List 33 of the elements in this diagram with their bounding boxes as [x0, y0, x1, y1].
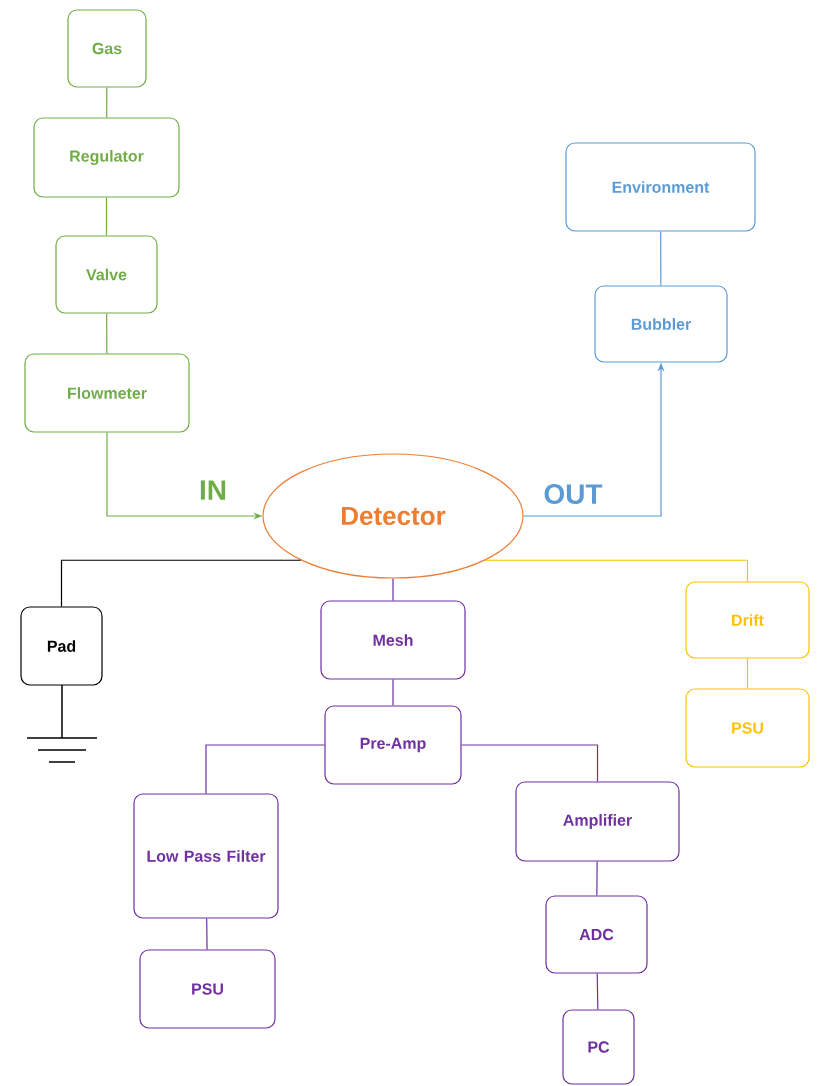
process-box: Low Pass Filter — [133, 793, 279, 919]
edge-label: IN — [200, 480, 226, 500]
connector — [461, 744, 599, 782]
process-box: Regulator — [33, 117, 180, 198]
process-box: Gas — [67, 9, 147, 88]
process-box: Pre-Amp — [324, 705, 462, 785]
process-box: PSU — [685, 688, 810, 768]
connector — [392, 578, 394, 601]
connector — [205, 744, 325, 794]
connector — [596, 861, 598, 896]
connector — [660, 231, 662, 286]
process-box: Flowmeter — [24, 353, 190, 433]
process-box: PC — [562, 1009, 635, 1085]
edge-label: OUT — [544, 484, 603, 504]
process-box: Amplifier — [515, 781, 680, 862]
connector — [484, 559, 749, 582]
process-box: Drift — [685, 581, 810, 659]
connector — [746, 658, 749, 689]
connector — [60, 559, 302, 607]
process-box: Bubbler — [594, 285, 728, 363]
connector — [206, 918, 208, 950]
connector — [106, 87, 108, 118]
connector — [106, 313, 108, 354]
process-box: Mesh — [320, 600, 466, 680]
connector — [596, 973, 599, 1010]
process-box: ADC — [545, 895, 648, 974]
connector — [392, 679, 394, 706]
process-box: Valve — [55, 235, 158, 314]
ellipse-node: Detector — [262, 453, 524, 579]
process-box: PSU — [139, 949, 276, 1029]
process-box: Environment — [565, 142, 756, 232]
process-box: Pad — [20, 606, 103, 686]
connector — [105, 197, 108, 236]
